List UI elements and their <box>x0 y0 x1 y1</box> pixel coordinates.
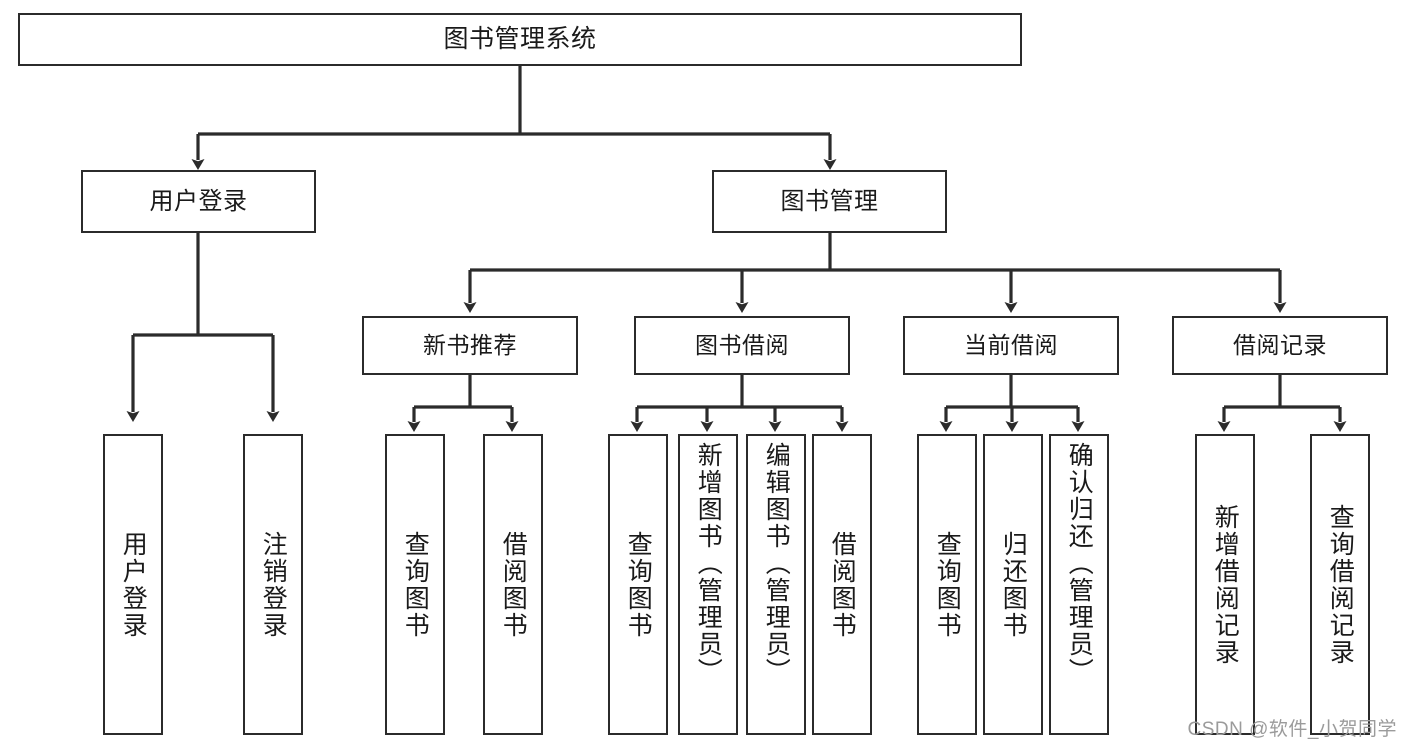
node-leaf-add-book[interactable]: 新增图书（管理员） <box>678 434 738 735</box>
node-label: 用户登录 <box>149 187 248 215</box>
node-label: 图书借阅 <box>695 332 789 359</box>
node-label: 查询图书 <box>401 530 430 639</box>
node-label: 图书管理 <box>780 187 879 215</box>
node-label: 借阅图书 <box>828 530 857 639</box>
node-book-borrow[interactable]: 图书借阅 <box>634 316 850 375</box>
node-label: 归还图书 <box>999 530 1028 639</box>
node-borrow-record[interactable]: 借阅记录 <box>1172 316 1388 375</box>
node-leaf-return-book[interactable]: 归还图书 <box>983 434 1043 735</box>
node-label: 查询图书 <box>624 530 653 639</box>
node-leaf-borrow-book-1[interactable]: 借阅图书 <box>483 434 543 735</box>
watermark-text: CSDN @软件_小贺同学 <box>1187 719 1397 740</box>
node-leaf-add-record[interactable]: 新增借阅记录 <box>1195 434 1255 735</box>
node-label: 借阅记录 <box>1233 332 1327 359</box>
node-label: 查询图书 <box>933 530 962 639</box>
node-label: 确认归还（管理员） <box>1065 442 1094 685</box>
node-leaf-user-login[interactable]: 用户登录 <box>103 434 163 735</box>
node-leaf-query-book-1[interactable]: 查询图书 <box>385 434 445 735</box>
node-leaf-query-book-2[interactable]: 查询图书 <box>608 434 668 735</box>
node-book-manage[interactable]: 图书管理 <box>712 170 947 233</box>
node-label: 编辑图书（管理员） <box>762 442 791 685</box>
node-label: 图书管理系统 <box>443 25 597 53</box>
node-current-borrow[interactable]: 当前借阅 <box>903 316 1119 375</box>
node-label: 新增图书（管理员） <box>694 442 723 685</box>
node-leaf-logout-login[interactable]: 注销登录 <box>243 434 303 735</box>
node-label: 新增借阅记录 <box>1211 503 1240 666</box>
node-leaf-query-book-3[interactable]: 查询图书 <box>917 434 977 735</box>
node-root-system[interactable]: 图书管理系统 <box>18 13 1022 66</box>
node-leaf-query-record[interactable]: 查询借阅记录 <box>1310 434 1370 735</box>
node-label: 用户登录 <box>119 530 148 639</box>
node-leaf-edit-book[interactable]: 编辑图书（管理员） <box>746 434 806 735</box>
node-label: 注销登录 <box>259 530 288 639</box>
node-label: 新书推荐 <box>423 332 517 359</box>
node-label: 借阅图书 <box>499 530 528 639</box>
node-leaf-confirm-return[interactable]: 确认归还（管理员） <box>1049 434 1109 735</box>
node-label: 查询借阅记录 <box>1326 503 1355 666</box>
node-leaf-borrow-book-2[interactable]: 借阅图书 <box>812 434 872 735</box>
node-label: 当前借阅 <box>964 332 1058 359</box>
node-user-login[interactable]: 用户登录 <box>81 170 316 233</box>
node-new-book-recommend[interactable]: 新书推荐 <box>362 316 578 375</box>
